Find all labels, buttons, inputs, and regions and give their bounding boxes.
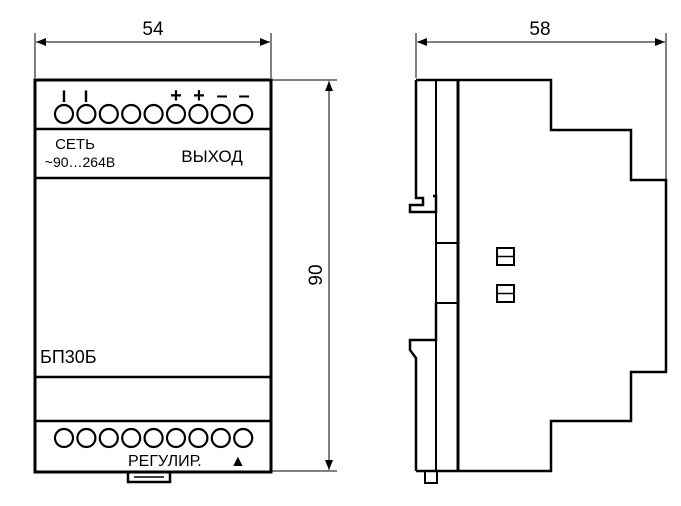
terminal-mark-5: – xyxy=(216,85,227,107)
terminal-mark-4: + xyxy=(193,85,205,107)
front-view: 54 I I + + – – СЕТЬ ~90…264В ВЫХОД БП30Б… xyxy=(33,19,273,484)
bottom-terminal-screw-2 xyxy=(76,427,97,449)
top-terminal-row xyxy=(53,103,254,125)
front-width-value: 54 xyxy=(142,19,164,40)
side-width-value: 58 xyxy=(529,19,550,40)
bottom-terminal-screw-9 xyxy=(233,427,254,449)
bottom-terminal-screw-8 xyxy=(210,427,231,449)
adjust-label: РЕГУЛИР. xyxy=(128,453,202,470)
top-terminal-screw-8 xyxy=(210,103,231,125)
side-view: 58 xyxy=(408,19,668,484)
height-value: 90 xyxy=(306,264,327,285)
terminal-mark-6: – xyxy=(238,85,249,107)
top-terminal-screw-3 xyxy=(98,103,119,125)
bottom-terminal-screw-7 xyxy=(188,427,209,449)
bottom-terminal-screw-5 xyxy=(143,427,164,449)
top-terminal-marks: I I + + – – xyxy=(62,85,250,107)
output-label: ВЫХОД xyxy=(181,147,243,166)
top-terminal-screw-4 xyxy=(121,103,142,125)
top-terminal-screw-1 xyxy=(53,103,75,125)
front-din-latch xyxy=(126,472,172,484)
bottom-terminal-screw-3 xyxy=(98,427,119,449)
input-voltage-label: ~90…264В xyxy=(45,154,115,170)
top-terminal-screw-6 xyxy=(165,103,187,125)
side-body-profile xyxy=(416,78,668,473)
input-label: СЕТЬ xyxy=(55,136,95,153)
height-dimension: 90 xyxy=(272,79,337,472)
bottom-terminal-row xyxy=(53,427,254,449)
model-label: БП30Б xyxy=(40,347,97,367)
terminal-mark-3: + xyxy=(170,85,182,107)
terminal-mark-1: I xyxy=(62,87,67,106)
adjust-triangle-icon: ▲ xyxy=(230,453,246,470)
top-terminal-screw-5 xyxy=(143,103,164,125)
side-top-clip xyxy=(408,80,438,214)
side-bottom-peg xyxy=(424,471,438,484)
side-bottom-clip xyxy=(408,303,438,471)
bottom-terminal-screw-1 xyxy=(53,427,75,449)
front-body-outline xyxy=(33,78,273,474)
top-terminal-screw-7 xyxy=(188,103,209,125)
top-terminal-screw-9 xyxy=(233,103,254,125)
top-terminal-screw-2 xyxy=(76,103,97,125)
bottom-terminal-screw-6 xyxy=(165,427,187,449)
terminal-mark-2: I xyxy=(84,87,89,106)
bottom-terminal-screw-4 xyxy=(121,427,142,449)
